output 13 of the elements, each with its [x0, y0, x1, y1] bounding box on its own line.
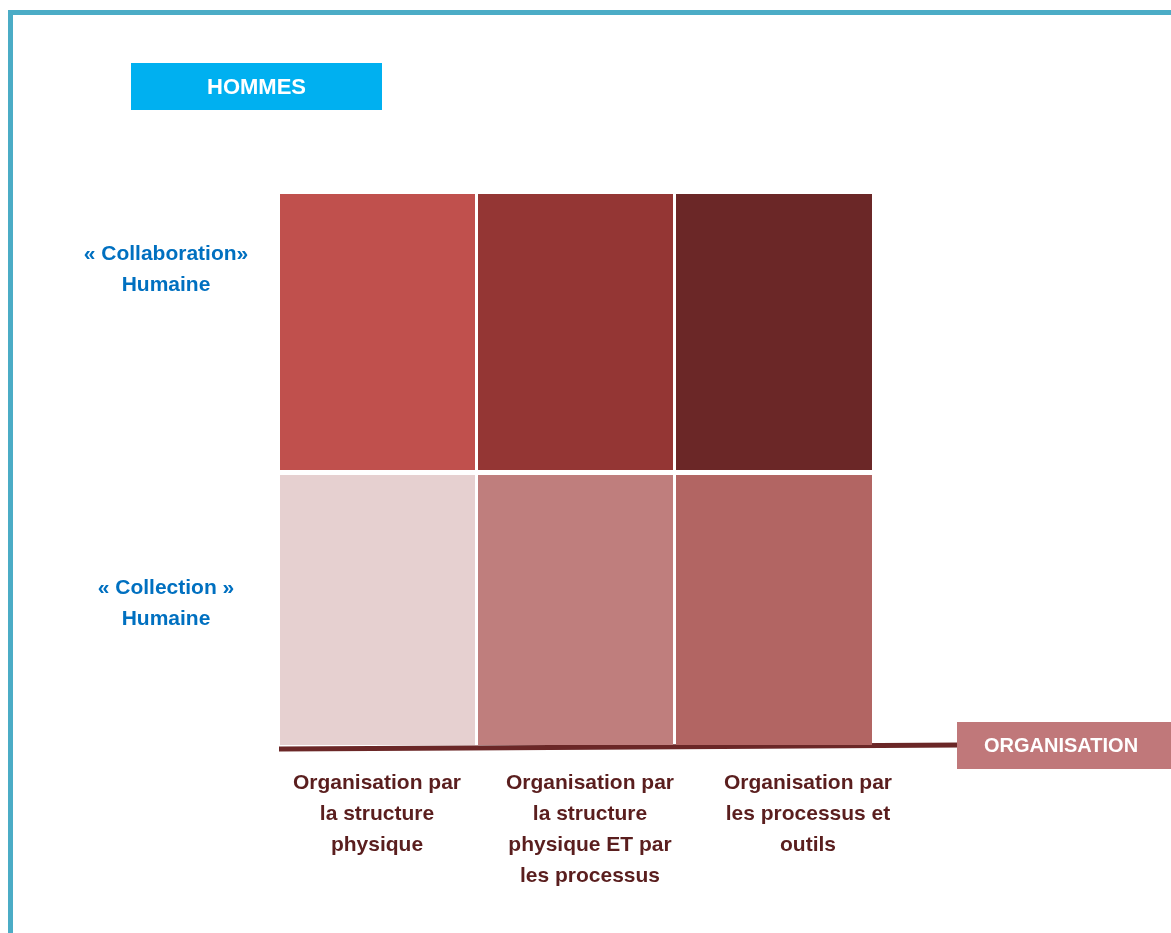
axis-title-box: ORGANISATION	[957, 722, 1171, 769]
column-label: Organisation par la structure physique ET par les processus	[505, 769, 675, 888]
matrix-cell	[280, 475, 475, 745]
column-label: Organisation par la structure physique	[292, 769, 462, 857]
matrix-cell	[478, 194, 673, 470]
matrix-cell	[676, 194, 872, 470]
row-label: « Collection » Humaine	[96, 574, 236, 631]
matrix-cell	[280, 194, 475, 470]
matrix-cell	[676, 475, 872, 745]
column-label: Organisation par les processus et outils	[723, 769, 893, 857]
axis-title-box: HOMMES	[131, 63, 382, 110]
matrix-cell	[478, 475, 673, 745]
row-label: « Collaboration» Humaine	[82, 240, 250, 297]
